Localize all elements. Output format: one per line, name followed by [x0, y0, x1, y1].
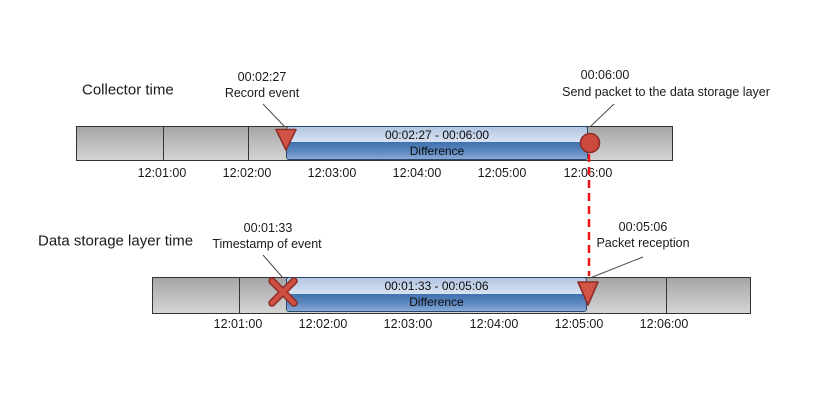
tick-label: 12:02:00 — [222, 166, 272, 180]
event-name-label: Send packet to the data storage layer — [562, 85, 770, 99]
tick-line — [248, 127, 249, 160]
difference-label: Difference — [287, 293, 586, 311]
tick-label: 12:05:00 — [554, 317, 604, 331]
leader-line — [262, 103, 286, 128]
collector-difference-bar: 00:02:27 - 00:06:00 Difference — [286, 126, 588, 160]
tick-line — [666, 278, 667, 313]
event-time-label: 00:06:00 — [580, 68, 630, 82]
event-time-label: 00:02:27 — [237, 70, 287, 84]
event-name-label: Timestamp of event — [212, 237, 322, 251]
tick-label: 12:01:00 — [213, 317, 263, 331]
tick-label: 12:01:00 — [137, 166, 187, 180]
difference-label: Difference — [287, 142, 587, 159]
difference-range-label: 00:01:33 - 00:05:06 — [287, 278, 586, 294]
leader-line — [589, 256, 644, 279]
tick-label: 12:06:00 — [563, 166, 613, 180]
tick-label: 12:06:00 — [639, 317, 689, 331]
tick-label: 12:03:00 — [383, 317, 433, 331]
collector-timeline-title: Collector time — [82, 81, 174, 99]
tick-label: 12:04:00 — [392, 166, 442, 180]
tick-label: 12:02:00 — [298, 317, 348, 331]
tick-label: 12:03:00 — [307, 166, 357, 180]
storage-timeline-title: Data storage layer time — [38, 232, 194, 250]
event-name-label: Packet reception — [596, 236, 690, 250]
tick-line — [239, 278, 240, 313]
leader-line — [590, 103, 615, 127]
leader-line — [262, 254, 284, 279]
difference-range-label: 00:02:27 - 00:06:00 — [287, 127, 587, 143]
storage-difference-bar: 00:01:33 - 00:05:06 Difference — [286, 277, 587, 312]
tick-label: 12:04:00 — [469, 317, 519, 331]
event-name-label: Record event — [224, 86, 300, 100]
tick-line — [163, 127, 164, 160]
event-time-label: 00:05:06 — [618, 220, 668, 234]
tick-label: 12:05:00 — [477, 166, 527, 180]
event-time-label: 00:01:33 — [243, 221, 293, 235]
